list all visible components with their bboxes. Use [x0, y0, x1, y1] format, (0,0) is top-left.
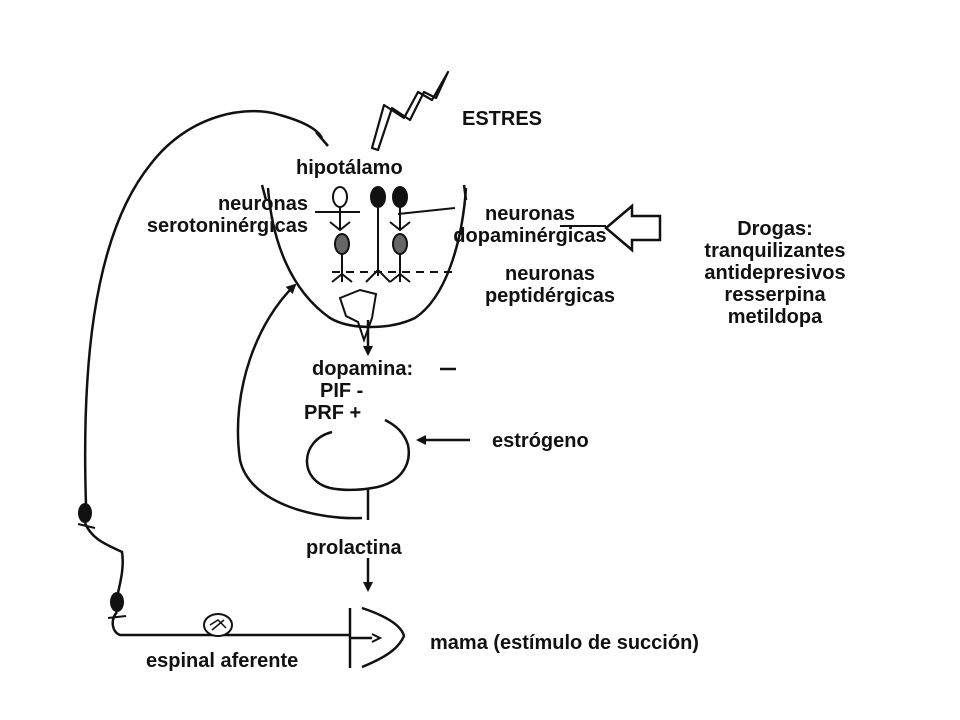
breast-icon — [361, 606, 406, 669]
dopamine-line-1: neuronas — [484, 203, 576, 225]
peptide-line-2: peptidérgicas — [484, 285, 616, 307]
synapse-mark-upper — [77, 523, 96, 529]
breast-label: mama (estímulo de succión) — [430, 632, 699, 654]
serotonin-neuron-cluster — [329, 186, 353, 283]
stress-lightning-icon — [370, 70, 450, 152]
drugs-list: Drogas: tranquilizantes antidepresivos r… — [675, 218, 875, 328]
drug-item: antidepresivos — [704, 262, 846, 284]
spinal-axon-upper — [83, 522, 124, 599]
serotonin-boundary-tick — [260, 184, 268, 201]
dopamine-boundary-tick — [462, 184, 468, 201]
dopamine-line-2: dopaminérgicas — [453, 225, 607, 247]
pif-factor-label: PIF - — [320, 380, 364, 402]
prolactin-label: prolactina — [306, 537, 402, 559]
drug-item: tranquilizantes — [704, 240, 846, 262]
spinal-afferent-line — [111, 611, 350, 637]
spinal-afferent-label: espinal aferente — [146, 650, 299, 672]
peptide-line-1: neuronas — [504, 263, 596, 285]
prf-factor-label: PRF + — [304, 402, 362, 424]
spinal-feedback-pathway — [83, 109, 324, 506]
prolactin-feedback-loop — [236, 283, 363, 520]
hypothalamus-outline — [266, 187, 468, 329]
dopamine-neuron-link — [397, 207, 456, 215]
dopamine-neuron-cluster — [365, 186, 411, 283]
hypothalamus-label: hipotálamo — [296, 157, 403, 179]
drugs-hollow-arrow — [604, 203, 662, 253]
drugs-title: Drogas: — [737, 218, 813, 240]
serotonin-line-2: serotoninérgicas — [146, 215, 308, 237]
drug-item: metildopa — [727, 306, 823, 328]
serotonin-line-1: neuronas — [217, 193, 308, 215]
stress-label: ESTRES — [462, 108, 543, 130]
synapse-mark-lower — [107, 615, 127, 619]
dopamine-neurons-label: neuronas dopaminérgicas — [445, 203, 615, 247]
pituitary-gland-outline — [305, 418, 410, 492]
spinal-neuron-upper — [78, 503, 92, 523]
peptide-neurons-label: neuronas peptidérgicas — [460, 263, 640, 307]
spinal-neuron-lower — [110, 592, 124, 612]
inhibitory-terminal — [315, 131, 329, 147]
serotonin-neurons-label: neuronas serotoninérgicas — [98, 193, 308, 237]
drug-item: resserpina — [724, 284, 826, 306]
dopamine-factor-label: dopamina: — [312, 358, 414, 380]
portal-vessel-icon — [338, 288, 378, 344]
estrogen-label: estrógeno — [492, 430, 589, 452]
